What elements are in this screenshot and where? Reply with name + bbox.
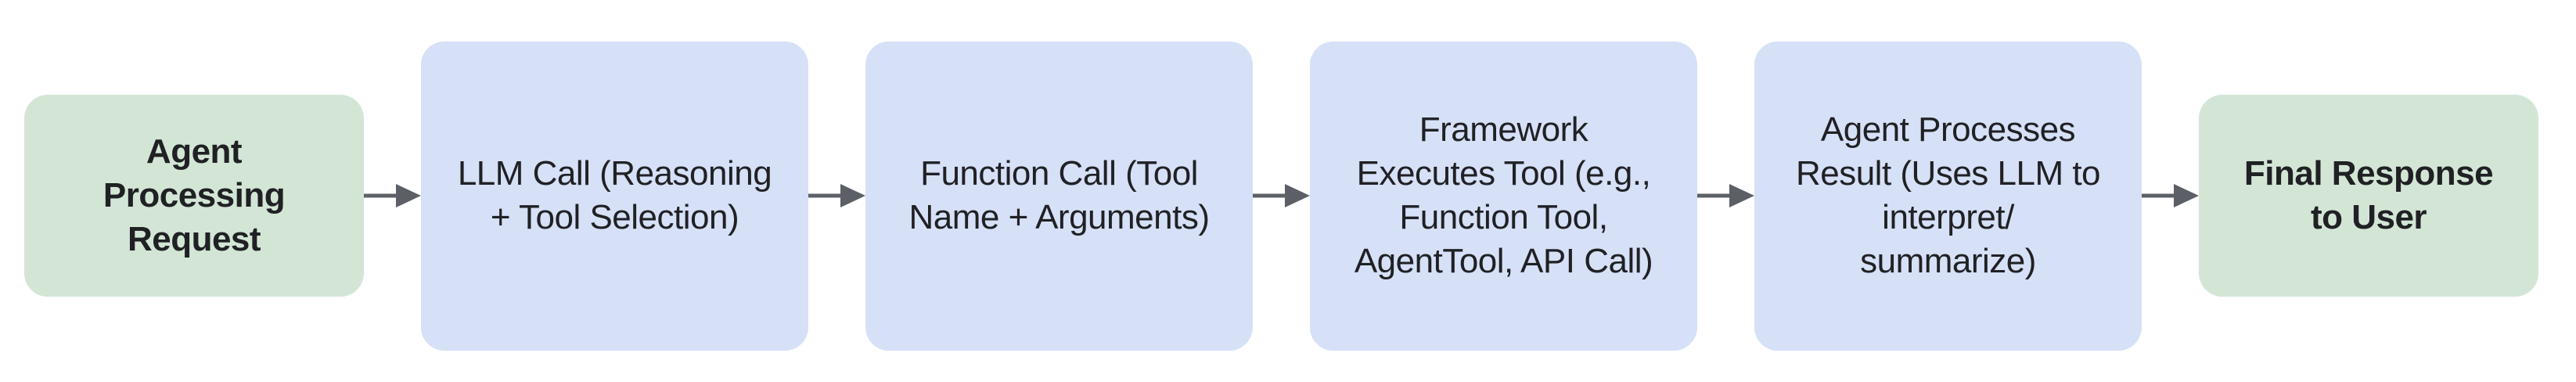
arrow-head-icon <box>1285 184 1310 207</box>
arrow-shaft <box>2142 193 2176 198</box>
flow-arrow-right-icon <box>808 180 865 211</box>
arrow-head-icon <box>2174 184 2199 207</box>
flow-arrow-right-icon <box>1697 180 1754 211</box>
node-llm-call: LLM Call (Reasoning + Tool Selection) <box>421 41 808 351</box>
arrow-shaft <box>808 193 843 198</box>
arrow-head-icon <box>396 184 421 207</box>
node-agent-processing-request: Agent Processing Request <box>24 95 364 297</box>
arrow-shaft <box>1697 193 1732 198</box>
arrow-shaft <box>364 193 398 198</box>
flowchart: Agent Processing Request LLM Call (Reason… <box>24 5 2538 382</box>
node-function-call: Function Call (Tool Name + Arguments) <box>865 41 1253 351</box>
arrow-head-icon <box>840 184 865 207</box>
node-final-response-to-user: Final Response to User <box>2199 95 2538 297</box>
node-agent-processes-result: Agent Processes Result (Uses LLM to inte… <box>1754 41 2142 351</box>
flow-arrow-right-icon <box>1253 180 1310 211</box>
flow-arrow-right-icon <box>364 180 421 211</box>
flow-arrow-right-icon <box>2142 180 2199 211</box>
arrow-head-icon <box>1729 184 1754 207</box>
node-framework-executes-tool: Framework Executes Tool (e.g., Function … <box>1310 41 1697 351</box>
arrow-shaft <box>1253 193 1287 198</box>
